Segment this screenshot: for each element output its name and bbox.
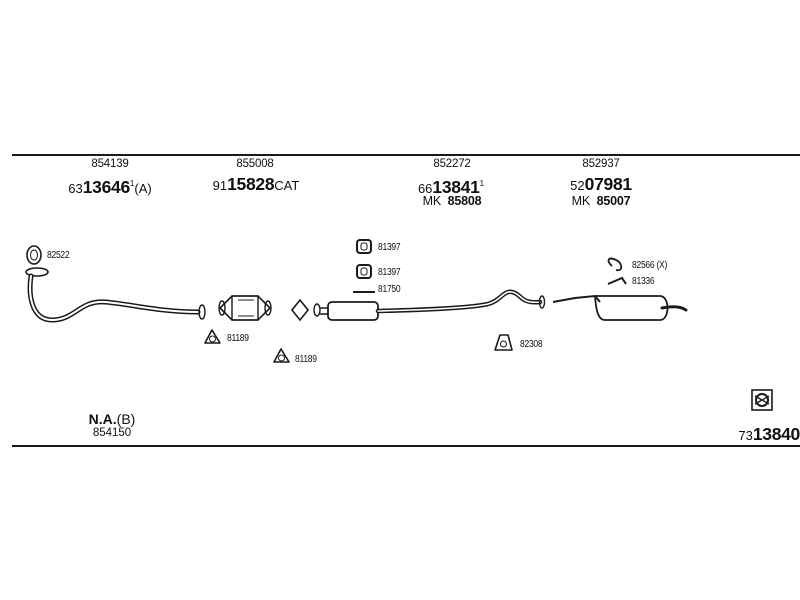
rear-clamp-icon xyxy=(607,257,623,272)
part-sup-3: 1 xyxy=(479,179,485,188)
not-available-text: N.A. xyxy=(88,411,117,427)
mk-number-4: MK 85007 xyxy=(541,194,661,208)
triangle-gasket-icon-1 xyxy=(204,329,221,344)
part-prefix-4: 52 xyxy=(570,178,585,193)
top-rule xyxy=(12,154,800,156)
label-gasket-cat-1: 81189 xyxy=(227,333,249,344)
part-prefix-2: 91 xyxy=(212,178,228,193)
front-flange-icon xyxy=(25,267,49,277)
kit-prefix: 73 xyxy=(738,428,753,443)
rear-hanger-icon xyxy=(607,276,627,285)
middle-pipe-end-icon xyxy=(538,295,546,309)
ref-number-2: 855008 xyxy=(236,158,274,170)
part-number-1: 63136461(A) xyxy=(40,176,180,197)
part-main-2: 15828 xyxy=(227,174,275,194)
triangle-gasket-icon-2 xyxy=(273,348,290,363)
gasket-ring-icon xyxy=(26,245,42,265)
label-rear-clamp: 82566 (X) xyxy=(632,260,668,271)
part-main-4: 07981 xyxy=(584,174,632,194)
label-bracket-mid: 82308 xyxy=(520,339,543,350)
mk-number-3: MK 85808 xyxy=(392,194,512,208)
mk-prefix-3: MK xyxy=(422,194,442,208)
catalytic-converter-icon xyxy=(218,295,272,321)
not-available-block: N.A.(B) 854150 xyxy=(72,412,152,440)
ref-number-4: 852937 xyxy=(582,158,620,170)
mid-flange-icon xyxy=(290,298,310,322)
label-gasket-front: 82522 xyxy=(47,250,70,261)
label-hanger-mid: 81750 xyxy=(378,284,401,295)
not-available-suffix: (B) xyxy=(116,411,136,427)
part-prefix-1: 63 xyxy=(68,181,83,196)
clamp-icon-1 xyxy=(356,239,372,254)
kit-number: 7313840 xyxy=(738,424,800,445)
part-prefix-3: 66 xyxy=(417,181,433,196)
pipe-end-flange-icon xyxy=(198,304,206,320)
bottom-rule xyxy=(12,445,800,447)
kit-main: 13840 xyxy=(752,424,800,444)
rear-silencer-icon xyxy=(552,294,688,321)
kit-symbol-icon xyxy=(751,389,773,411)
middle-silencer-icon xyxy=(313,301,379,321)
part-main-1: 13646 xyxy=(82,177,130,197)
not-available-ref: 854150 xyxy=(92,427,132,439)
clamp-icon-2 xyxy=(356,264,372,279)
part-suffix-2: CAT xyxy=(274,178,300,193)
label-gasket-cat-2: 81189 xyxy=(295,354,317,365)
label-clamp-2: 81397 xyxy=(378,267,401,278)
part-sup-1: 1 xyxy=(129,179,135,188)
front-pipe-icon xyxy=(27,273,201,323)
mk-code-3: 85808 xyxy=(447,194,482,208)
bracket-icon xyxy=(494,334,513,351)
ref-number-3: 852272 xyxy=(433,158,471,170)
label-rear-hanger: 81336 xyxy=(632,276,655,287)
part-number-2: 9115828CAT xyxy=(186,174,326,194)
part-suffix-1: (A) xyxy=(134,181,152,196)
part-number-4: 5207981 xyxy=(531,174,671,194)
mk-code-4: 85007 xyxy=(596,194,631,208)
ref-number-1: 854139 xyxy=(91,158,129,170)
label-clamp-1: 81397 xyxy=(378,242,401,253)
part-number-3: 66138411 xyxy=(381,176,521,197)
part-main-3: 13841 xyxy=(432,177,480,197)
mk-prefix-4: MK xyxy=(571,194,591,208)
